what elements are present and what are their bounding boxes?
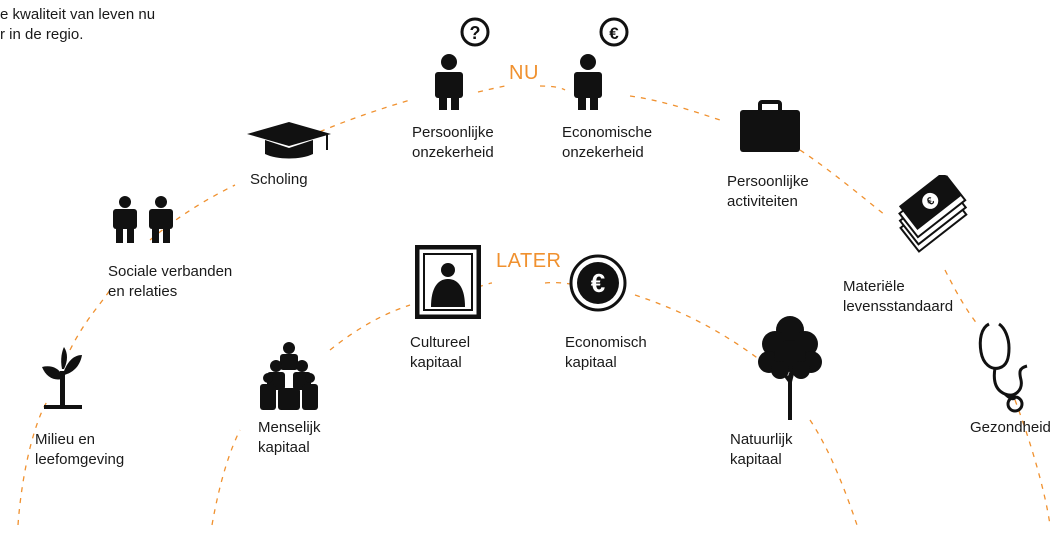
briefcase-icon xyxy=(740,100,800,152)
label-menselijk-kapitaal: Menselijk kapitaal xyxy=(258,419,321,456)
stethoscope-icon xyxy=(978,322,1028,413)
inner-arc xyxy=(211,281,858,526)
banknotes-icon: € xyxy=(898,175,968,253)
label-economisch-kapitaal: Economisch kapitaal xyxy=(565,334,647,371)
label-gezondheid: Gezondheid xyxy=(970,419,1051,436)
two-people-icon xyxy=(113,196,173,243)
svg-text:?: ? xyxy=(470,23,481,43)
label-sociale-verbanden: Sociale verbanden en relaties xyxy=(108,263,233,300)
label-milieu: Milieu en leefomgeving xyxy=(35,431,125,468)
svg-text:€: € xyxy=(591,268,605,298)
tag-later: LATER xyxy=(496,250,562,272)
label-persoonlijke-activiteiten: Persoonlijke activiteiten xyxy=(727,173,809,210)
label-materiele-levensstandaard: Materiële levensstandaard xyxy=(843,278,954,315)
label-scholing: Scholing xyxy=(250,171,308,188)
tag-now: NU xyxy=(509,62,539,84)
intro-text: e kwaliteit van leven nu r in de regio. xyxy=(0,6,156,43)
euro-coin-icon: € xyxy=(569,254,627,312)
framed-portrait-icon xyxy=(415,245,481,319)
group-people-icon xyxy=(260,342,318,410)
person-euro-icon: € xyxy=(574,17,629,110)
person-question-icon: ? xyxy=(435,17,490,110)
label-natuurlijk-kapitaal: Natuurlijk kapitaal xyxy=(730,431,793,468)
outer-arc xyxy=(17,85,1051,526)
plant-icon xyxy=(42,347,82,409)
label-economische-onzekerheid: Economische onzekerheid xyxy=(562,124,653,161)
label-persoonlijke-onzekerheid: Persoonlijke onzekerheid xyxy=(412,124,494,161)
svg-text:€: € xyxy=(609,24,619,43)
tree-icon xyxy=(758,316,822,420)
label-cultureel-kapitaal: Cultureel kapitaal xyxy=(410,334,471,371)
graduation-cap-icon xyxy=(247,122,331,159)
